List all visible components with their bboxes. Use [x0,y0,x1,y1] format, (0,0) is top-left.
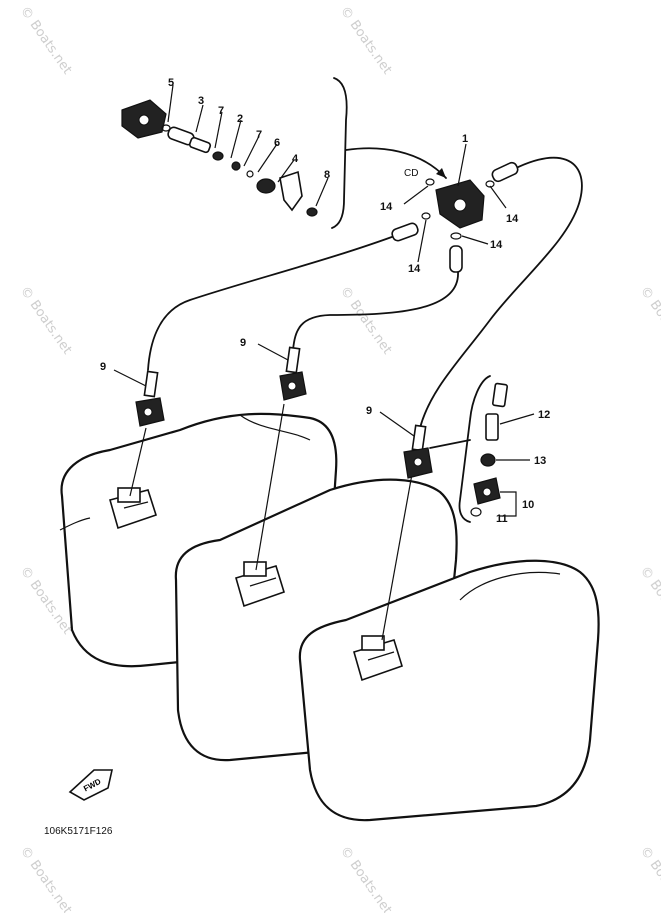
watermark: © Boats.net [637,564,661,638]
watermark: © Boats.net [17,284,75,358]
oring-11 [470,507,482,517]
connector-left [135,370,165,427]
callout-14: 14 [506,213,519,225]
lever-4 [279,170,303,212]
callout-7: 7 [256,129,262,141]
watermark: © Boats.net [17,564,75,638]
callouts: 5 3 7 2 7 6 4 8 1 14 14 14 14 9 9 9 12 1… [100,77,550,525]
leader-lines [113,84,535,517]
hose-left [147,233,401,371]
callout-13: 13 [534,455,546,467]
pin-7 [188,136,212,154]
hose-middle [292,271,459,351]
washer-2 [212,151,224,161]
watermark: © Boats.net [337,844,395,913]
callout-2: 2 [237,113,243,125]
callout-4: 4 [292,153,299,165]
clip-13 [480,453,496,467]
tank-fitting-left [109,487,158,530]
watermark: © Boats.net [337,4,395,78]
watermark: © Boats.net [637,844,661,913]
callout-1: 1 [462,133,468,145]
fuel-hoses [129,156,583,641]
connector-right [403,424,433,479]
watermark: © Boats.net [637,284,661,358]
callout-9: 9 [240,337,246,349]
washer-7 [231,161,241,171]
fwd-arrow: FWD [68,769,113,801]
callout-7: 7 [218,105,224,117]
hose-right [419,156,583,429]
watermark: © Boats.net [17,844,75,913]
callout-6: 6 [274,137,280,149]
inset-label: CD [404,168,418,179]
cap-4 [256,178,276,194]
callout-14: 14 [380,201,393,213]
fuel-joint-assembly [391,161,519,273]
callout-3: 3 [198,95,204,107]
exploded-parts [121,99,318,217]
tank-fitting-middle [235,561,285,608]
callout-12: 12 [538,409,550,421]
callout-9: 9 [100,361,106,373]
fuel-tank-right [298,559,600,822]
callout-11: 11 [496,513,508,525]
callout-10: 10 [522,499,534,511]
watermark: © Boats.net [337,284,395,358]
oring-6 [246,170,254,178]
inset-bracket-right [458,375,491,523]
inset-bracket-top [331,77,348,229]
callout-14: 14 [408,263,421,275]
screw-8 [306,207,318,217]
right-inset-parts [470,382,509,517]
inset-arrow [345,147,447,179]
connector-middle [279,346,307,401]
callout-14: 14 [490,239,503,251]
callout-9: 9 [366,405,372,417]
hose-middle-to-tank [255,403,285,571]
callout-8: 8 [324,169,330,181]
hose-right-to-tank [381,473,413,641]
inset-bracket-right-lead [429,439,471,449]
hose-left-to-tank [129,427,147,497]
inset-arrow-head [436,168,446,178]
hose-12 [485,413,499,441]
callout-5: 5 [168,77,174,89]
tank-fitting-right [353,635,403,682]
diagram-code: 106K5171F126 [44,826,113,837]
watermark: © Boats.net [17,4,75,78]
